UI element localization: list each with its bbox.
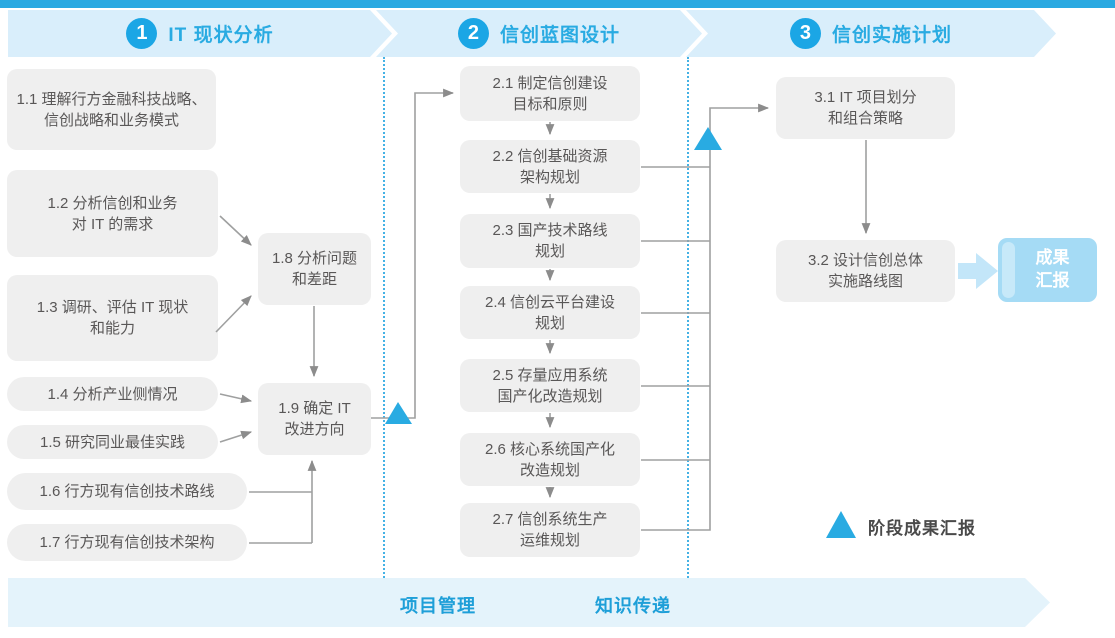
step-box-1-3: 1.3 调研、评估 IT 现状 和能力 [7,275,218,361]
step-box-1-6: 1.6 行方现有信创技术路线 [7,473,247,510]
phase-separator-dotted-2 [687,57,689,578]
legend-label: 阶段成果汇报 [868,519,976,538]
step-box-1-4: 1.4 分析产业侧情况 [7,377,218,411]
step-box-1-7: 1.7 行方现有信创技术架构 [7,524,247,561]
step-box-2-6: 2.6 核心系统国产化 改造规划 [460,433,640,486]
result-report-box: 成果 汇报 [998,238,1097,302]
result-fat-arrow [958,253,998,289]
footer-label-knowledge-transfer: 知识传递 [595,596,671,616]
step-box-3-1: 3.1 IT 项目划分 和组合策略 [776,77,955,139]
step-box-3-2: 3.2 设计信创总体 实施路线图 [776,240,955,302]
step-box-1-1: 1.1 理解行方金融科技战略、 信创战略和业务模式 [7,69,216,150]
step-box-2-2: 2.2 信创基础资源 架构规划 [460,140,640,193]
footer-band [8,578,1050,627]
step-box-2-7: 2.7 信创系统生产 运维规划 [460,503,640,557]
top-accent-strip [0,0,1115,8]
phase-label-3: 信创实施计划 [831,25,952,46]
step-box-1-9: 1.9 确定 IT 改进方向 [258,383,371,455]
phase-label-2: 信创蓝图设计 [499,25,620,46]
step-box-1-5: 1.5 研究同业最佳实践 [7,425,218,459]
step-box-2-5: 2.5 存量应用系统 国产化改造规划 [460,359,640,412]
step-box-1-2: 1.2 分析信创和业务 对 IT 的需求 [7,170,218,257]
milestone-triangle-phase2 [694,127,722,150]
result-box-accent-stripe [1002,242,1015,298]
step-box-2-4: 2.4 信创云平台建设 规划 [460,286,640,339]
step-box-2-1: 2.1 制定信创建设 目标和原则 [460,66,640,121]
phase-number-badge-2: 2 [458,18,489,49]
milestone-triangle-phase1 [385,402,412,424]
legend-triangle-icon [826,511,856,538]
phase-label-1: IT 现状分析 [168,25,274,46]
footer-label-project-management: 项目管理 [400,596,476,616]
step-box-2-3: 2.3 国产技术路线 规划 [460,214,640,268]
phase-separator-dotted-1 [383,57,385,578]
phase-band-3: 3 信创实施计划 [686,10,1056,57]
result-report-label: 成果 汇报 [1035,248,1070,290]
phase-band-1: 1 IT 现状分析 [8,10,392,57]
phase-number-badge-3: 3 [790,18,821,49]
phase-number-badge-1: 1 [126,18,157,49]
step-box-1-8: 1.8 分析问题 和差距 [258,233,371,305]
phase-band-2: 2 信创蓝图设计 [376,10,702,57]
